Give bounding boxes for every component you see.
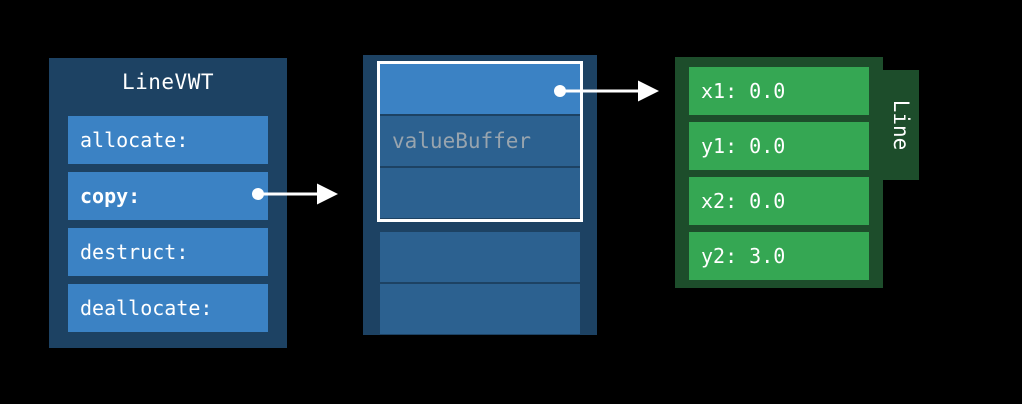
line-type-tab: Line xyxy=(883,70,919,180)
value-buffer-panel: valueBuffer xyxy=(363,55,597,335)
buffer-slot-4[interactable] xyxy=(380,284,580,334)
linevwt-panel: LineVWT allocate: copy: destruct: deallo… xyxy=(49,58,287,348)
buffer-slot-0[interactable] xyxy=(380,64,580,114)
line-field-x2[interactable]: x2: 0.0 xyxy=(689,177,869,225)
line-struct-panel: x1: 0.0 y1: 0.0 x2: 0.0 y2: 3.0 xyxy=(675,57,883,288)
linevwt-title: LineVWT xyxy=(121,70,214,94)
buffer-slot-3[interactable] xyxy=(380,232,580,282)
vwt-row-deallocate[interactable]: deallocate: xyxy=(68,284,268,332)
line-field-y1[interactable]: y1: 0.0 xyxy=(689,122,869,170)
line-type-tab-label: Line xyxy=(889,99,913,151)
value-buffer-outline xyxy=(377,61,583,222)
buffer-slot-2[interactable] xyxy=(380,168,580,218)
vwt-row-destruct[interactable]: destruct: xyxy=(68,228,268,276)
line-field-x1[interactable]: x1: 0.0 xyxy=(689,67,869,115)
buffer-slot-1[interactable] xyxy=(380,116,580,166)
line-field-y2[interactable]: y2: 3.0 xyxy=(689,232,869,280)
vwt-row-allocate[interactable]: allocate: xyxy=(68,116,268,164)
vwt-row-copy[interactable]: copy: xyxy=(68,172,268,220)
